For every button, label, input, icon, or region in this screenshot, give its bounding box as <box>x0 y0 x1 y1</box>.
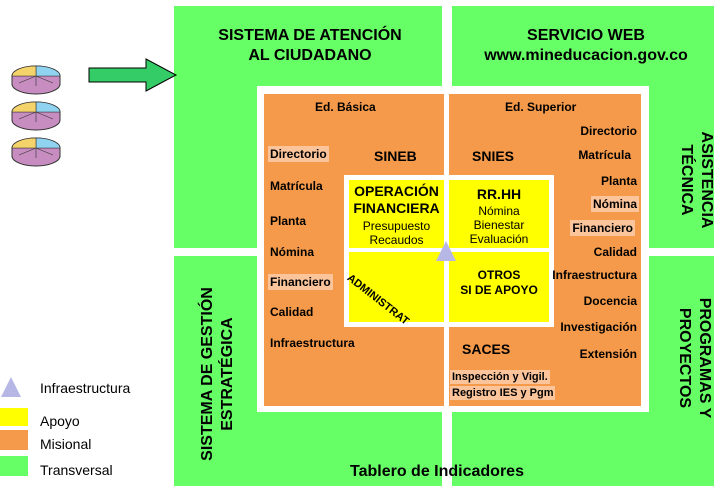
basica-item-planta: Planta <box>270 214 307 228</box>
sineb-label: SINEB <box>374 148 417 164</box>
administrat-block <box>349 252 444 322</box>
otros-block <box>449 252 549 322</box>
superior-item-calidad: Calidad <box>593 245 637 259</box>
saces-label: SACES <box>462 341 511 357</box>
legend-transversal-swatch <box>0 456 28 476</box>
rrhh-block <box>449 180 549 248</box>
operacion-financiera-title: OPERACIÓN FINANCIERA <box>353 183 440 216</box>
superior-item-directorio: Directorio <box>580 124 637 138</box>
ed-superior-heading: Ed. Superior <box>505 100 577 114</box>
programas-proyectos-title: PROGRAMAS Y PROYECTOS <box>676 297 713 419</box>
operacion-sub: Presupuesto Recaudos <box>362 219 431 247</box>
superior-item-financiero: Financiero <box>570 220 635 236</box>
superior-item-infraestructura: Infraestructura <box>552 268 637 282</box>
basica-item-nomina: Nómina <box>270 245 315 259</box>
legend-apoyo-label: Apoyo <box>40 413 80 429</box>
basica-item-matricula: Matrícula <box>270 179 323 193</box>
arrow-icon <box>88 58 178 92</box>
quadrant-top-right-title: SERVICIO WEB www.mineducacion.gov.co <box>484 27 688 64</box>
legend-apoyo-swatch <box>0 408 28 426</box>
asistencia-tecnica-title: ASISTENCIA TÉCNICA <box>678 131 715 229</box>
legend-infraestructura-icon <box>1 377 21 397</box>
basica-item-infraestructura: Infraestructura <box>270 336 355 350</box>
saces-item-registro: Registro IES y Pgm <box>450 386 556 400</box>
tablero-indicadores: Tablero de Indicadores <box>350 463 524 480</box>
legend-misional-swatch <box>0 430 28 450</box>
snies-label: SNIES <box>472 148 515 164</box>
basica-item-directorio: Directorio <box>268 146 329 162</box>
otros-title: OTROS SI DE APOYO <box>460 268 538 297</box>
legend-infraestructura-label: Infraestructura <box>40 380 131 396</box>
superior-item-docencia: Docencia <box>583 294 637 308</box>
infraestructura-triangle-icon <box>436 241 456 261</box>
basica-item-calidad: Calidad <box>270 305 314 319</box>
superior-item-matricula: Matrícula <box>578 148 631 162</box>
rrhh-sub: Nómina Bienestar Evaluación <box>469 204 529 246</box>
saces-item-inspeccion: Inspección y Vigil. <box>450 370 550 384</box>
ed-basica-heading: Ed. Básica <box>315 100 376 114</box>
basica-item-financiero: Financiero <box>268 274 333 290</box>
superior-item-extension: Extensión <box>579 347 637 361</box>
operacion-block <box>349 180 444 248</box>
superior-item-planta: Planta <box>600 174 637 188</box>
gestion-estrategica-title: SISTEMA DE GESTIÓN ESTRATÉGICA <box>199 287 236 461</box>
legend-misional-label: Misional <box>40 436 92 452</box>
rrhh-title: RR.HH <box>476 186 522 202</box>
legend-transversal-label: Transversal <box>40 462 113 478</box>
superior-item-investigacion: Investigación <box>560 320 637 334</box>
quadrant-top-left-title: SISTEMA DE ATENCIÓN AL CIUDADANO <box>218 27 402 64</box>
superior-item-nomina: Nómina <box>590 196 639 212</box>
database-stack-icon <box>11 65 61 167</box>
